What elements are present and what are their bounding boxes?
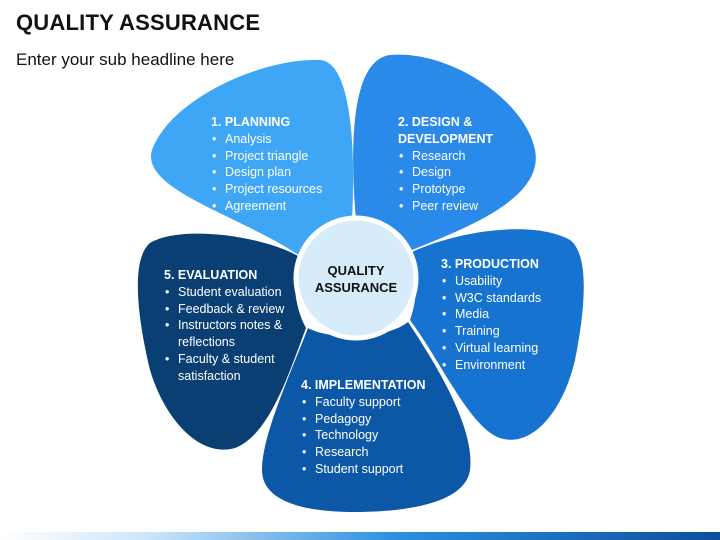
section-list: Research Design Prototype Peer review xyxy=(398,148,493,215)
list-item: Student support xyxy=(301,461,426,478)
section-list: Usability W3C standards Media Training V… xyxy=(441,273,541,374)
page-subtitle: Enter your sub headline here xyxy=(16,50,235,69)
list-item: Pedagogy xyxy=(301,411,426,428)
section-design: 2. DESIGN & DEVELOPMENT Research Design … xyxy=(398,114,493,215)
list-item: Usability xyxy=(441,273,541,290)
list-item: Instructors notes & reflections xyxy=(164,317,296,351)
list-item: Research xyxy=(398,148,493,165)
section-list: Student evaluation Feedback & review Ins… xyxy=(164,284,296,385)
list-item: Project triangle xyxy=(211,148,322,165)
list-item: Technology xyxy=(301,427,426,444)
section-heading: DEVELOPMENT xyxy=(398,131,494,146)
list-item: Student evaluation xyxy=(164,284,296,301)
center-circle xyxy=(293,215,419,341)
list-item: Faculty & student satisfaction xyxy=(164,351,296,385)
section-heading: 2. DESIGN & xyxy=(398,115,473,129)
section-production: 3. PRODUCTION Usability W3C standards Me… xyxy=(441,256,541,374)
list-item: Virtual learning xyxy=(441,340,541,357)
section-heading: 1. PLANNING xyxy=(211,115,291,129)
list-item: Research xyxy=(301,444,426,461)
section-heading: 5. EVALUATION xyxy=(164,268,258,282)
section-list: Analysis Project triangle Design plan Pr… xyxy=(211,131,322,215)
list-item: Faculty support xyxy=(301,394,426,411)
list-item: Design xyxy=(398,164,493,181)
section-heading: 3. PRODUCTION xyxy=(441,257,539,271)
center-label: QUALITY ASSURANCE xyxy=(300,262,412,296)
list-item: Environment xyxy=(441,357,541,374)
list-item: Media xyxy=(441,306,541,323)
list-item: W3C standards xyxy=(441,290,541,307)
section-heading: 4. IMPLEMENTATION xyxy=(301,378,426,392)
list-item: Design plan xyxy=(211,164,322,181)
list-item: Analysis xyxy=(211,131,322,148)
bottom-accent-bar xyxy=(0,532,720,540)
list-item: Training xyxy=(441,323,541,340)
section-implementation: 4. IMPLEMENTATION Faculty support Pedago… xyxy=(301,377,426,478)
page-title: QUALITY ASSURANCE xyxy=(16,10,261,35)
section-planning: 1. PLANNING Analysis Project triangle De… xyxy=(211,114,322,215)
section-evaluation: 5. EVALUATION Student evaluation Feedbac… xyxy=(164,267,296,385)
center-label-line: QUALITY xyxy=(327,263,385,278)
list-item: Agreement xyxy=(211,198,322,215)
list-item: Project resources xyxy=(211,181,322,198)
section-list: Faculty support Pedagogy Technology Rese… xyxy=(301,394,426,478)
list-item: Peer review xyxy=(398,198,493,215)
center-label-line: ASSURANCE xyxy=(314,280,398,295)
list-item: Feedback & review xyxy=(164,301,296,318)
list-item: Prototype xyxy=(398,181,493,198)
